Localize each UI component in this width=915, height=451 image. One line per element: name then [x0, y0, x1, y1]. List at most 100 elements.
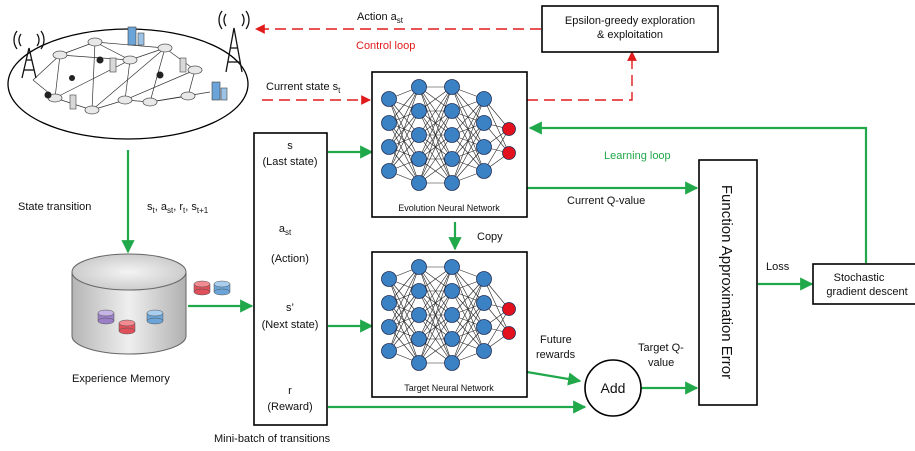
current-state-label: Current state st — [266, 81, 341, 95]
antenna-icon-right — [218, 10, 250, 73]
experience-memory-cylinder — [71, 253, 187, 355]
neuron — [411, 331, 427, 347]
neuron — [411, 175, 427, 191]
neuron — [411, 103, 427, 119]
router-icon — [142, 97, 158, 107]
neuron — [444, 283, 460, 299]
server-icon — [109, 57, 117, 73]
output-neuron — [502, 122, 516, 136]
neuron — [476, 319, 492, 335]
copy-label: Copy — [477, 231, 503, 243]
server-icon — [69, 94, 77, 110]
network-connection — [418, 314, 453, 364]
r-label: r — [288, 385, 292, 397]
sampled-tokens — [193, 280, 231, 296]
switch-icon — [69, 75, 75, 81]
network-connection — [418, 110, 453, 184]
network-connection — [483, 308, 510, 352]
state-transition-label: State transition — [18, 201, 91, 213]
server-icon — [211, 81, 221, 101]
network-connection — [451, 98, 485, 184]
target-network-graph — [381, 259, 516, 371]
network-connection — [418, 266, 453, 340]
network-connection — [418, 86, 453, 136]
neuron — [476, 139, 492, 155]
current-q-label: Current Q-value — [567, 195, 645, 207]
router-icon — [122, 55, 138, 65]
last-state-label: (Last state) — [262, 156, 317, 168]
neuron — [381, 343, 397, 359]
network-connection — [451, 302, 485, 364]
network-connection — [451, 278, 485, 340]
neuron — [476, 163, 492, 179]
server-icons — [69, 26, 228, 110]
network-connection — [418, 86, 453, 184]
target-nn-label: Target Neural Network — [404, 383, 494, 393]
neuron — [444, 151, 460, 167]
next-state-label: (Next state) — [262, 319, 319, 331]
transition-tuple-label: st, ast, rt, st+1 — [147, 201, 209, 215]
network-connection — [388, 290, 420, 352]
router-icon — [157, 43, 173, 53]
neuron — [411, 355, 427, 371]
server-icon — [137, 32, 145, 46]
network-connection — [451, 146, 485, 184]
future-rewards-line1: Future — [540, 334, 572, 346]
function-approximation-box: Function Approximation Error — [698, 159, 758, 406]
epsilon-line2: & exploitation — [597, 29, 663, 41]
future-rewards-arrow — [526, 370, 582, 386]
minibatch-label: Mini-batch of transitions — [214, 433, 331, 445]
control-loop-label: Control loop — [356, 40, 415, 52]
memory-token-red — [118, 319, 136, 335]
router-icon — [180, 91, 196, 101]
neuron — [444, 355, 460, 371]
network-connection — [483, 128, 510, 172]
neuron — [476, 343, 492, 359]
evolution-neural-network: Evolution Neural Network — [371, 71, 528, 218]
neuron — [381, 139, 397, 155]
evolution-network-graph — [381, 79, 516, 191]
experience-memory-label: Experience Memory — [72, 373, 170, 385]
neuron — [381, 271, 397, 287]
evolution-nn-label: Evolution Neural Network — [398, 203, 500, 213]
output-neuron — [502, 302, 516, 316]
memory-token-purple — [97, 309, 115, 325]
network-connection — [451, 326, 485, 364]
neuron — [476, 91, 492, 107]
router-icon — [187, 65, 203, 75]
learning-loop — [121, 121, 868, 414]
gradient-update-arrow — [528, 121, 868, 263]
neuron — [411, 151, 427, 167]
neuron — [381, 319, 397, 335]
minibatch-box: s (Last state) ast (Action) s’ (Next sta… — [253, 132, 328, 426]
neuron — [444, 79, 460, 95]
future-rewards-line2: rewards — [536, 349, 576, 361]
switch-icon — [44, 91, 52, 99]
network-connection — [418, 266, 453, 316]
neuron — [411, 79, 427, 95]
neuron — [411, 127, 427, 143]
antenna-icon-left — [13, 30, 45, 79]
network-connection — [388, 110, 420, 172]
server-icon — [220, 87, 228, 101]
output-neuron — [502, 326, 516, 340]
router-icon — [84, 105, 100, 115]
target-neural-network: Target Neural Network — [371, 251, 528, 398]
neuron — [476, 115, 492, 131]
neuron — [411, 283, 427, 299]
network-connection — [388, 86, 420, 148]
output-neuron — [502, 146, 516, 160]
loss-label: Loss — [766, 261, 790, 273]
router-icon — [87, 37, 103, 47]
neuron — [476, 271, 492, 287]
neuron — [444, 307, 460, 323]
network-connection — [388, 86, 420, 172]
neuron — [381, 295, 397, 311]
neuron — [444, 175, 460, 191]
switch-icon — [96, 56, 104, 64]
epsilon-line1: Epsilon-greedy exploration — [565, 15, 695, 27]
action-label: Action ast — [357, 11, 404, 25]
s-prime-label: s’ — [286, 302, 294, 314]
sgd-line1: Stochastic — [834, 272, 885, 284]
